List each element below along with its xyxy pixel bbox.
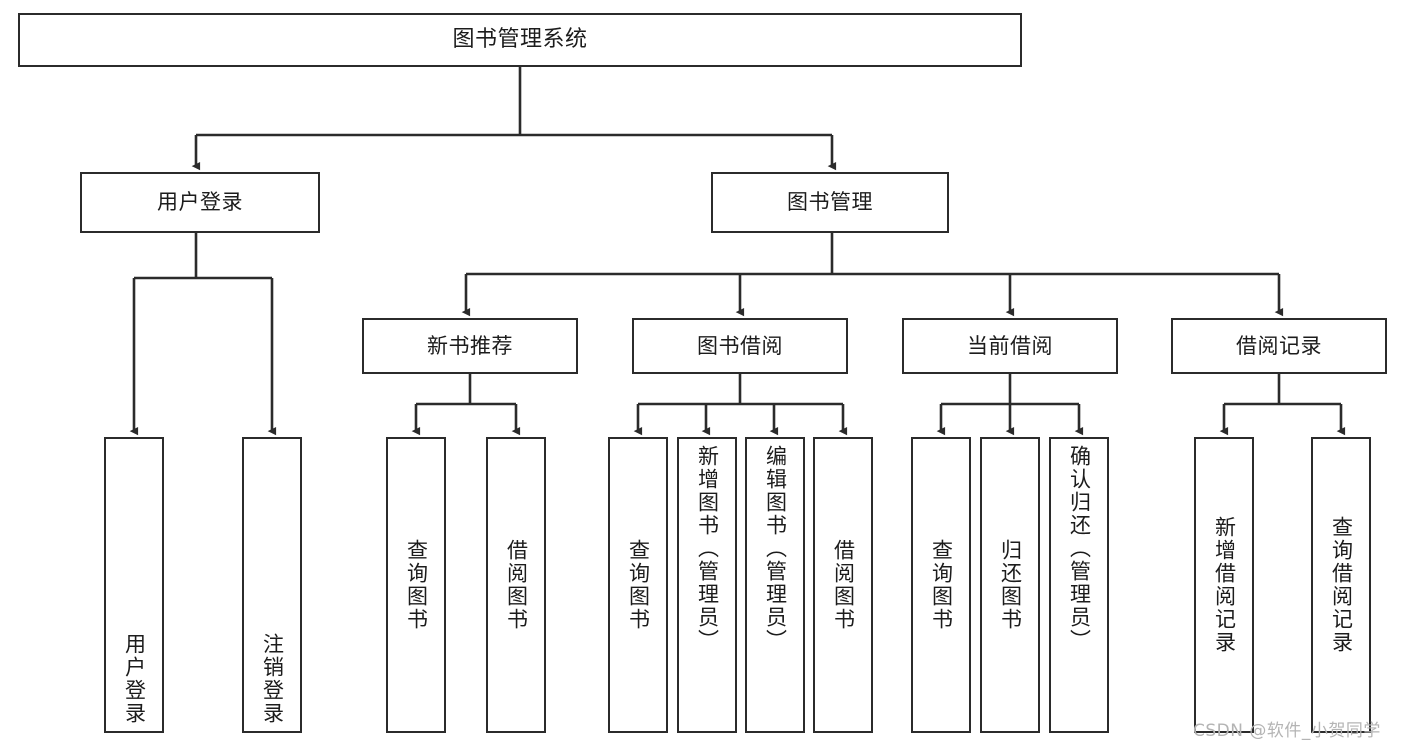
leaf-query-book-recommend[interactable]: 查询图书 bbox=[386, 437, 446, 733]
leaf-edit-book-admin[interactable]: 编辑图书（管理员） bbox=[745, 437, 805, 733]
node-label: 用户登录 bbox=[122, 633, 147, 725]
leaf-add-book-admin[interactable]: 新增图书（管理员） bbox=[677, 437, 737, 733]
node-label: 新增图书（管理员） bbox=[695, 445, 720, 652]
leaf-add-borrow-record[interactable]: 新增借阅记录 bbox=[1194, 437, 1254, 733]
leaf-confirm-return-admin[interactable]: 确认归还（管理员） bbox=[1049, 437, 1109, 733]
node-label: 图书借阅 bbox=[697, 333, 783, 358]
node-user-login[interactable]: 用户登录 bbox=[80, 172, 320, 233]
node-label: 查询借阅记录 bbox=[1329, 516, 1354, 654]
csdn-watermark: CSDN @软件_小贺同学 bbox=[1193, 721, 1381, 741]
leaf-borrow-book-recommend[interactable]: 借阅图书 bbox=[486, 437, 546, 733]
node-label: 查询图书 bbox=[626, 539, 651, 631]
node-label: 查询图书 bbox=[929, 539, 954, 631]
node-book-borrow[interactable]: 图书借阅 bbox=[632, 318, 848, 374]
node-new-book-recommend[interactable]: 新书推荐 bbox=[362, 318, 578, 374]
node-label: 注销登录 bbox=[260, 633, 285, 725]
node-label: 借阅记录 bbox=[1236, 333, 1322, 358]
node-label: 新增借阅记录 bbox=[1212, 516, 1237, 654]
node-label: 编辑图书（管理员） bbox=[763, 445, 788, 652]
node-label: 归还图书 bbox=[998, 539, 1023, 631]
node-label: 用户登录 bbox=[157, 190, 243, 215]
node-book-management[interactable]: 图书管理 bbox=[711, 172, 949, 233]
leaf-borrow-book-borrow[interactable]: 借阅图书 bbox=[813, 437, 873, 733]
node-label: 图书管理 bbox=[787, 190, 873, 215]
node-label: 借阅图书 bbox=[831, 539, 856, 631]
leaf-user-login[interactable]: 用户登录 bbox=[104, 437, 164, 733]
node-book-management-system[interactable]: 图书管理系统 bbox=[18, 13, 1022, 67]
node-label: 当前借阅 bbox=[967, 333, 1053, 358]
leaf-return-book[interactable]: 归还图书 bbox=[980, 437, 1040, 733]
node-borrow-record[interactable]: 借阅记录 bbox=[1171, 318, 1387, 374]
leaf-query-book-borrow[interactable]: 查询图书 bbox=[608, 437, 668, 733]
leaf-query-borrow-record[interactable]: 查询借阅记录 bbox=[1311, 437, 1371, 733]
node-label: 确认归还（管理员） bbox=[1067, 445, 1092, 652]
leaf-logout-login[interactable]: 注销登录 bbox=[242, 437, 302, 733]
node-current-borrow[interactable]: 当前借阅 bbox=[902, 318, 1118, 374]
node-label: 图书管理系统 bbox=[452, 27, 588, 53]
node-label: 新书推荐 bbox=[427, 333, 513, 358]
node-label: 借阅图书 bbox=[504, 539, 529, 631]
node-label: 查询图书 bbox=[404, 539, 429, 631]
leaf-query-book-current[interactable]: 查询图书 bbox=[911, 437, 971, 733]
